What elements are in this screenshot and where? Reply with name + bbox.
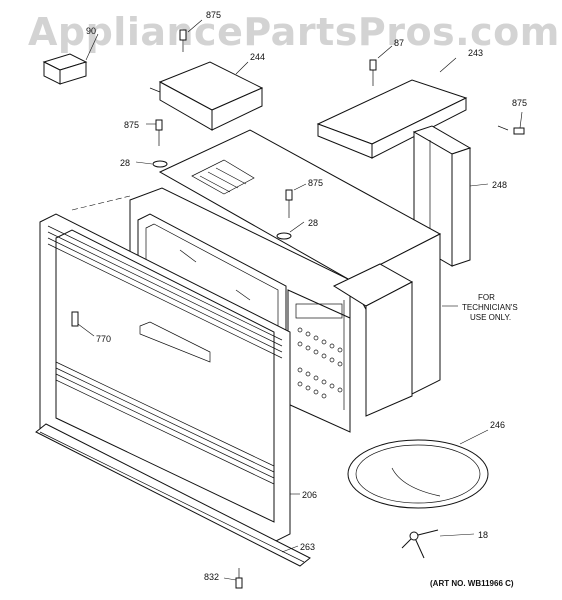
washer-28-middle: [276, 221, 305, 240]
label-246: 246: [490, 420, 505, 430]
label-18: 18: [478, 530, 488, 540]
washer-28-left: [135, 160, 168, 168]
art-number: (ART NO. WB11966 C): [430, 579, 514, 588]
screw-832: [223, 568, 243, 589]
part-263-trim: [35, 423, 311, 567]
screw-875-right: [497, 111, 525, 135]
part-246-tray: [347, 429, 489, 509]
part-243-top-cover: [316, 57, 468, 159]
screw-770: [71, 311, 95, 337]
part-18-roller: [401, 529, 475, 559]
label-875d: 875: [308, 178, 323, 188]
technician-note-line2: TECHNICIAN'S: [462, 303, 518, 312]
label-875a: 875: [206, 10, 221, 20]
part-206-frame: [39, 213, 300, 543]
label-770: 770: [96, 334, 111, 344]
watermark: AppliancePartsPros.com: [28, 10, 560, 54]
keypad: [297, 327, 343, 399]
part-90-bracket: [42, 33, 99, 85]
part-244-top-cover: [149, 61, 264, 131]
label-832: 832: [204, 572, 219, 582]
label-244: 244: [250, 52, 265, 62]
screw-875-left: [146, 119, 163, 146]
label-248: 248: [492, 180, 507, 190]
label-28a: 28: [120, 158, 130, 168]
label-206: 206: [302, 490, 317, 500]
screw-875-middle: [285, 183, 307, 218]
label-87: 87: [394, 38, 404, 48]
label-28b: 28: [308, 218, 318, 228]
technician-note-line3: USE ONLY.: [470, 313, 511, 322]
screw-87: [369, 45, 393, 86]
label-243: 243: [468, 48, 483, 58]
label-875c: 875: [124, 120, 139, 130]
label-90: 90: [86, 26, 96, 36]
label-875b: 875: [512, 98, 527, 108]
label-263: 263: [300, 542, 315, 552]
technician-note-line1: FOR: [478, 293, 495, 302]
screw-875-top: [179, 19, 203, 52]
